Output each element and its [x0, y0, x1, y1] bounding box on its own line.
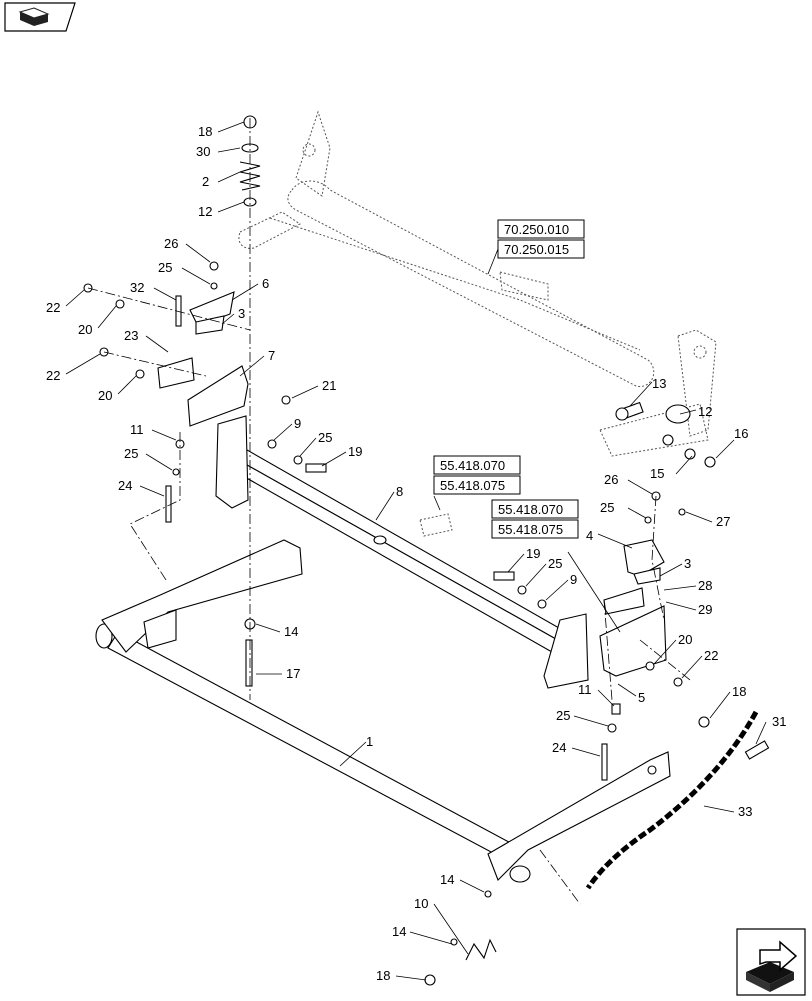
reference-55-418-070-b[interactable]: 55.418.070: [491, 499, 579, 519]
callout-26: 26: [164, 236, 178, 251]
callout-17: 17: [286, 666, 300, 681]
callout-15: 15: [650, 466, 664, 481]
part-callouts: 18 30 2 12 26 25 6 32 3 22 20 23 7 22 20…: [46, 124, 786, 983]
upper-left-plates: [157, 291, 249, 427]
callout-25: 25: [318, 430, 332, 445]
callout-18: 18: [376, 968, 390, 983]
callout-20: 20: [98, 388, 112, 403]
callout-13: 13: [652, 376, 666, 391]
callout-22: 22: [46, 300, 60, 315]
svg-text:55.418.070: 55.418.070: [498, 502, 563, 517]
callout-25: 25: [548, 556, 562, 571]
previous-page-button[interactable]: [4, 2, 76, 32]
reference-55-418-075-a[interactable]: 55.418.075: [433, 475, 521, 495]
callout-27: 27: [716, 514, 730, 529]
callout-10: 10: [414, 896, 428, 911]
callout-31: 31: [772, 714, 786, 729]
callout-18: 18: [732, 684, 746, 699]
callout-3: 3: [684, 556, 691, 571]
callout-30: 30: [196, 144, 210, 159]
callout-14: 14: [440, 872, 454, 887]
leader-lines: [65, 121, 767, 981]
previous-page-icon: [4, 2, 76, 32]
callout-25: 25: [556, 708, 570, 723]
callout-1: 1: [366, 734, 373, 749]
reference-55-418-070-a[interactable]: 55.418.070: [433, 455, 521, 475]
callout-5: 5: [638, 690, 645, 705]
callout-2: 2: [202, 174, 209, 189]
callout-19: 19: [348, 444, 362, 459]
svg-text:55.418.075: 55.418.075: [440, 478, 505, 493]
callout-20: 20: [678, 632, 692, 647]
callout-24: 24: [118, 478, 132, 493]
svg-text:55.418.070: 55.418.070: [440, 458, 505, 473]
callout-25: 25: [124, 446, 138, 461]
callout-12: 12: [698, 404, 712, 419]
callout-8: 8: [396, 484, 403, 499]
callout-18: 18: [198, 124, 212, 139]
callout-33: 33: [738, 804, 752, 819]
main-tube: [95, 623, 531, 883]
next-page-button[interactable]: [736, 928, 806, 996]
right-frame-bracket: [487, 751, 671, 881]
bolt-31: [744, 740, 770, 760]
bolt-24-right: [601, 743, 608, 781]
callout-16: 16: [734, 426, 748, 441]
callout-25: 25: [600, 500, 614, 515]
callout-26: 26: [604, 472, 618, 487]
chain: [585, 710, 759, 890]
callout-3: 3: [238, 306, 245, 321]
callout-25: 25: [158, 260, 172, 275]
callout-12: 12: [198, 204, 212, 219]
callout-21: 21: [322, 378, 336, 393]
callout-7: 7: [268, 348, 275, 363]
right-plates: [599, 539, 667, 677]
callout-23: 23: [124, 328, 138, 343]
callout-14: 14: [284, 624, 298, 639]
reference-70-250-010[interactable]: 70.250.010: [497, 219, 585, 239]
bolt-17: [245, 639, 253, 687]
svg-text:70.250.015: 70.250.015: [504, 242, 569, 257]
callout-11: 11: [130, 422, 144, 437]
callout-4: 4: [586, 528, 593, 543]
wire-harness-clip: [419, 513, 453, 537]
callout-22: 22: [704, 648, 718, 663]
callout-11: 11: [578, 682, 592, 697]
callout-29: 29: [698, 602, 712, 617]
left-frame-bracket: [101, 539, 303, 653]
fasteners: [83, 261, 716, 986]
reference-70-250-015[interactable]: 70.250.015: [497, 239, 585, 259]
reference-55-418-075-b[interactable]: 55.418.075: [491, 519, 579, 539]
next-page-icon: [736, 928, 806, 996]
svg-text:70.250.010: 70.250.010: [504, 222, 569, 237]
callout-6: 6: [262, 276, 269, 291]
crossbar: [215, 415, 589, 689]
hitch-bushing: [665, 404, 691, 424]
callout-19: 19: [526, 546, 540, 561]
callout-14: 14: [392, 924, 406, 939]
hitch-frame-outline: [238, 110, 717, 457]
callout-22: 22: [46, 368, 60, 383]
callout-32: 32: [130, 280, 144, 295]
callout-20: 20: [78, 322, 92, 337]
callout-9: 9: [570, 572, 577, 587]
callout-9: 9: [294, 416, 301, 431]
lower-spring: [465, 938, 497, 961]
hitch-pin-13: [615, 401, 644, 421]
callout-24: 24: [552, 740, 566, 755]
svg-text:55.418.075: 55.418.075: [498, 522, 563, 537]
callout-28: 28: [698, 578, 712, 593]
bolt-24-left: [165, 485, 172, 523]
